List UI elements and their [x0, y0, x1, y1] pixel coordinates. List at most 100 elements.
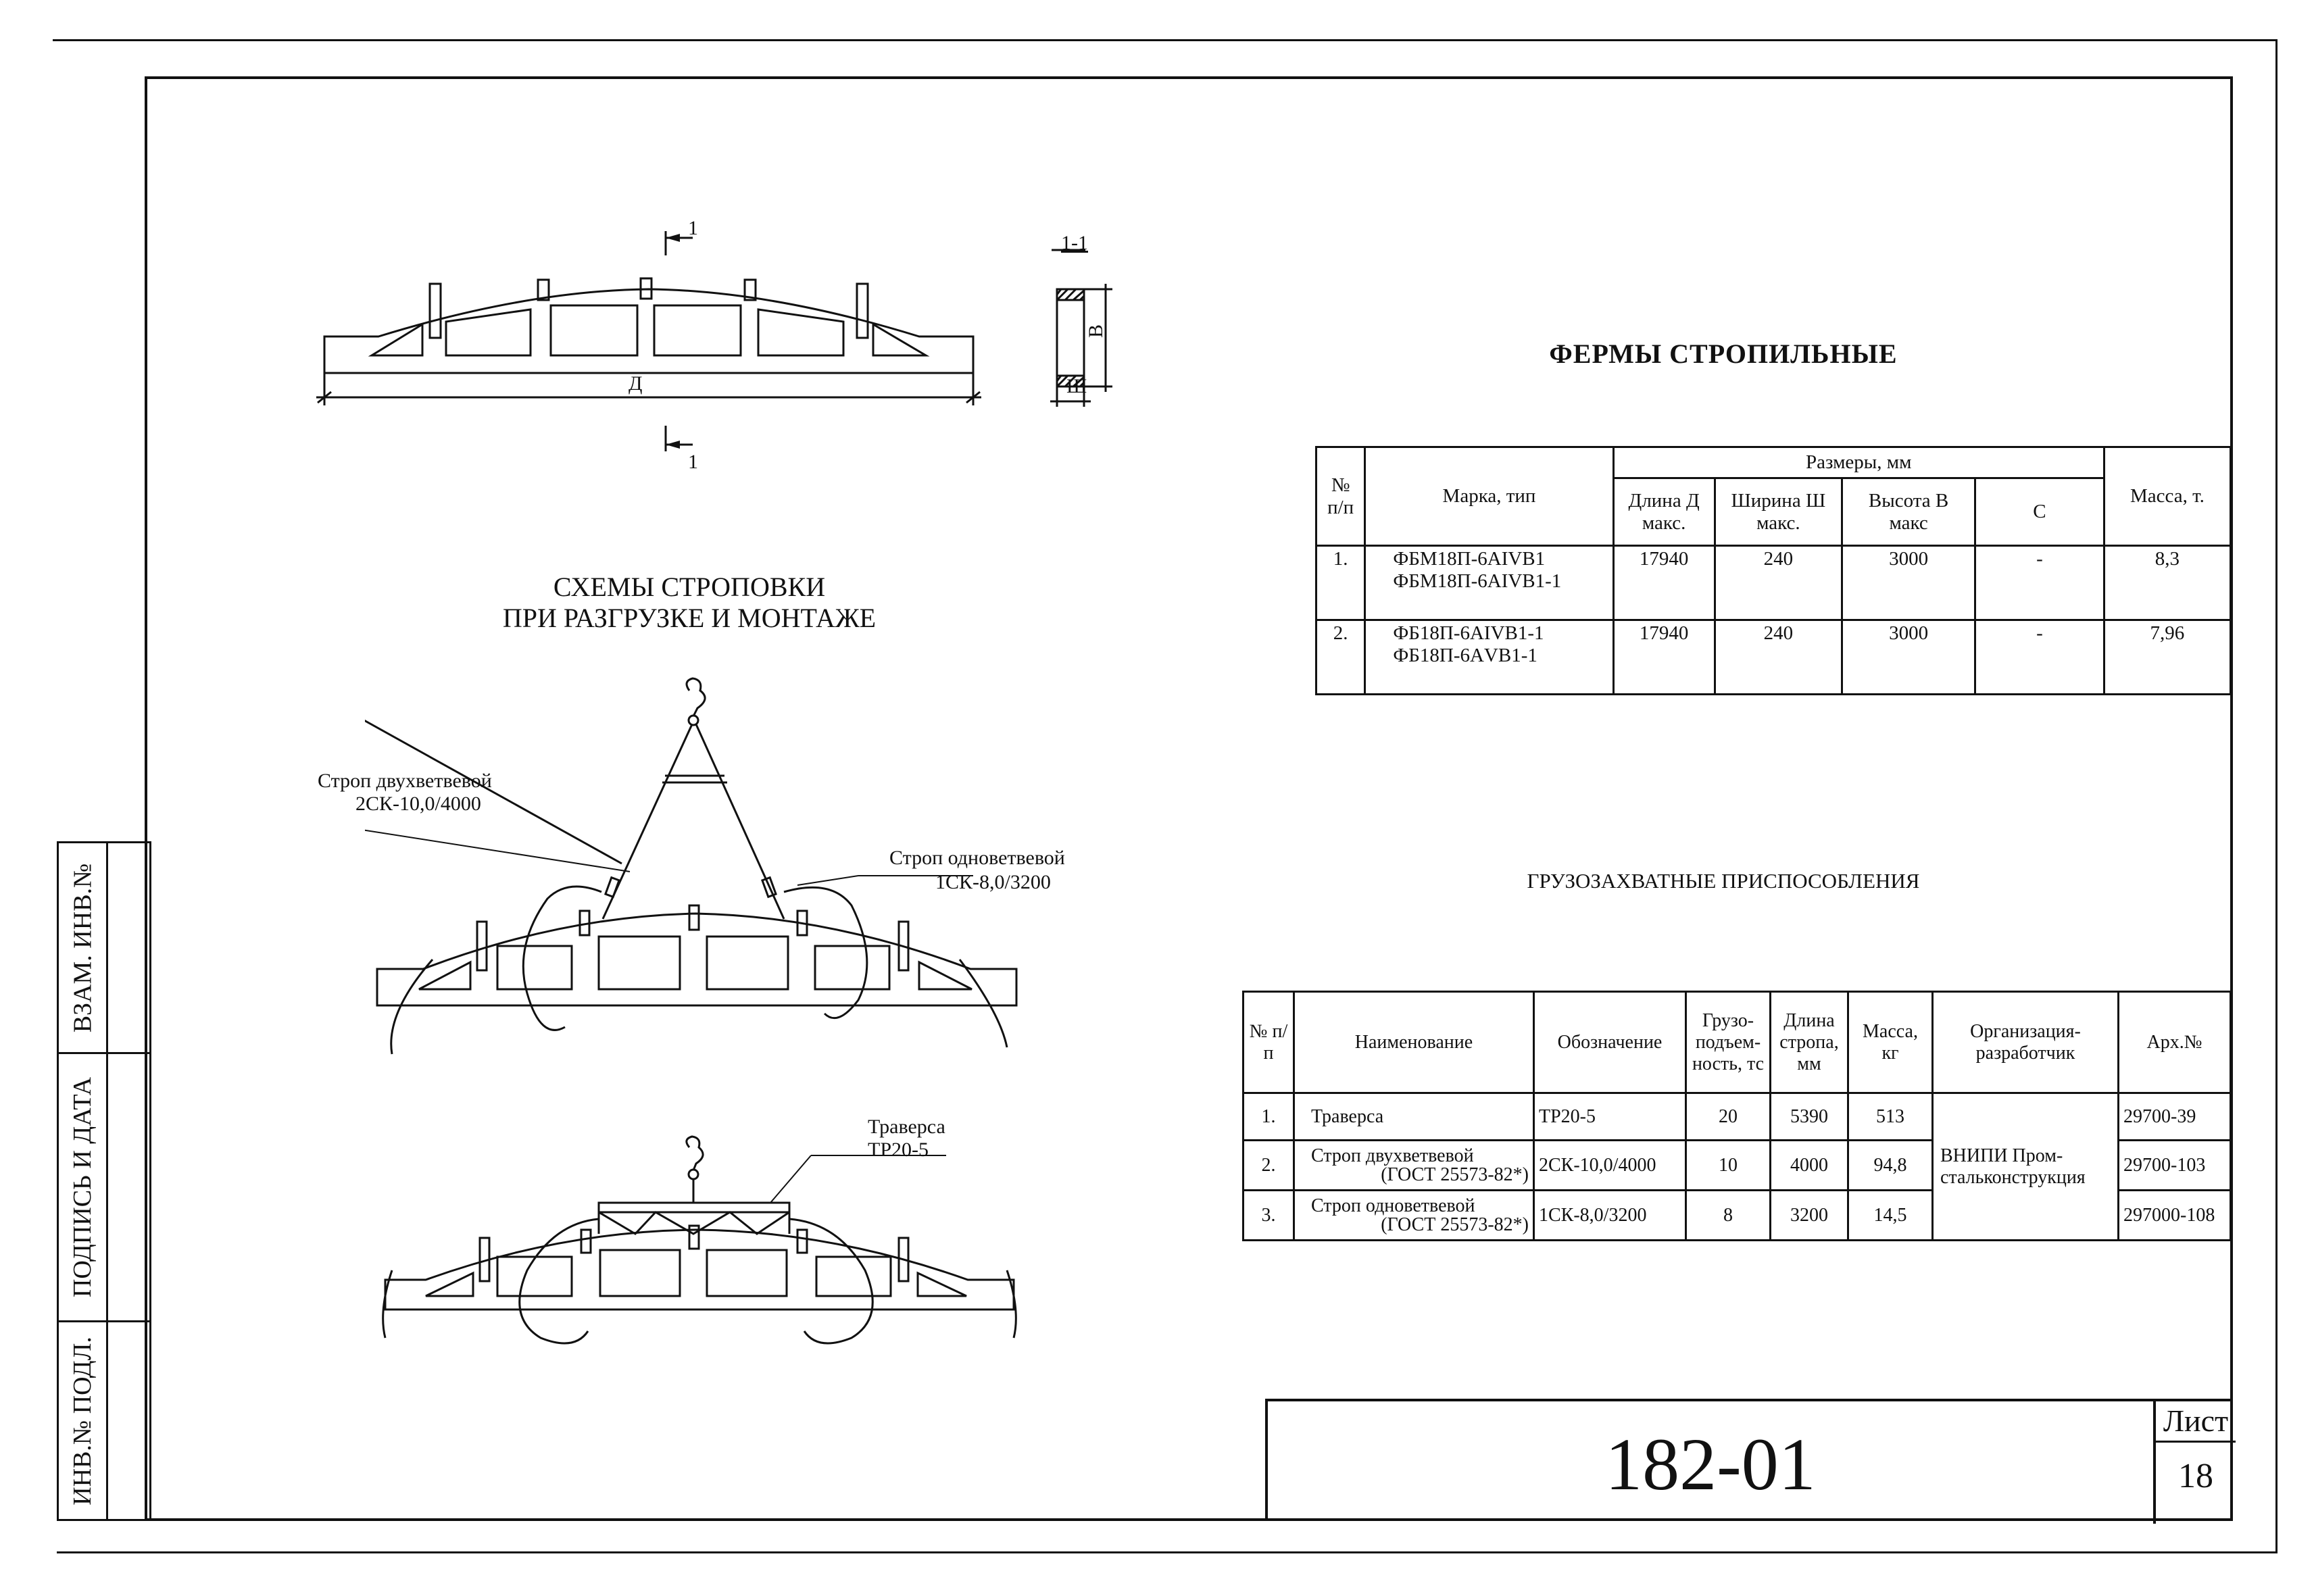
truss-height: 3000 — [1841, 619, 1976, 695]
side-stamp: ВЗАМ. ИНВ.№ ПОДПИСЬ И ДАТА ИНВ.№ ПОДЛ. — [57, 841, 151, 1521]
gear-name: Строп одноветвевой (ГОСТ 25573-82*) — [1293, 1189, 1535, 1241]
truss-mark-line-2: ФБМ18П-6АIVВ1-1 — [1393, 570, 1562, 592]
side-cell-inv-podl: ИНВ.№ ПОДЛ. — [57, 1320, 151, 1521]
trusses-header-height: Высота В макс — [1841, 477, 1976, 547]
podpis-data-label: ПОДПИСЬ И ДАТА — [68, 1076, 97, 1298]
gear-arch: 29700-39 — [2117, 1092, 2232, 1141]
gear-arch: 29700-103 — [2117, 1139, 2232, 1191]
sling-two-branch-code: 2СК-10,0/4000 — [355, 793, 481, 815]
gear-code: ТР20-5 — [1533, 1092, 1687, 1141]
gear-title: ГРУЗОЗАХВАТНЫЕ ПРИСПОСОБЛЕНИЯ — [1527, 869, 1920, 893]
inv-podl-label: ИНВ.№ ПОДЛ. — [68, 1336, 97, 1505]
schema-title: СХЕМЫ СТРОПОВКИ ПРИ РАЗГРУЗКЕ И МОНТАЖЕ — [460, 572, 919, 634]
trusses-header-sizes: Размеры, мм — [1612, 446, 2105, 479]
gear-mass: 14,5 — [1847, 1189, 1934, 1241]
trusses-title: ФЕРМЫ СТРОПИЛЬНЫЕ — [1549, 339, 1898, 369]
sheet-right-line — [2275, 39, 2278, 1553]
table-row: 3. Строп одноветвевой (ГОСТ 25573-82*) 1… — [1242, 1189, 2232, 1241]
gear-num: 3. — [1242, 1189, 1295, 1241]
gear-capacity: 20 — [1685, 1092, 1771, 1141]
section-mark-top: 1 — [688, 217, 698, 239]
truss-width: 240 — [1713, 619, 1844, 695]
section-title: 1-1 — [1061, 232, 1088, 254]
truss-mark: ФБМ18П-6АIVВ1 ФБМ18П-6АIVВ1-1 — [1364, 545, 1615, 621]
truss-length: 17940 — [1612, 619, 1716, 695]
schema-title-line-2: ПРИ РАЗГРУЗКЕ И МОНТАЖЕ — [502, 603, 877, 633]
truss-c: - — [1974, 545, 2105, 621]
vzam-inv-label: ВЗАМ. ИНВ.№ — [68, 863, 97, 1032]
gear-header-mass: Масса, кг — [1847, 991, 1934, 1094]
gear-header-length: Длина стропа, мм — [1769, 991, 1849, 1094]
traverse-code: ТР20-5 — [868, 1139, 929, 1161]
gear-code: 2СК-10,0/4000 — [1533, 1139, 1687, 1191]
truss-elevation-drawing — [316, 231, 981, 451]
gear-name-line-1: Строп одноветвевой — [1311, 1195, 1475, 1216]
gear-mass: 94,8 — [1847, 1139, 1934, 1191]
gear-header-name: Наименование — [1293, 991, 1535, 1094]
truss-num: 2. — [1314, 619, 1367, 695]
sling-one-branch-label: Строп одноветвевой — [889, 847, 1065, 869]
truss-mass: 8,3 — [2102, 545, 2232, 621]
gear-name-line-1: Траверса — [1311, 1105, 1384, 1127]
schema-title-line-1: СХЕМЫ СТРОПОВКИ — [553, 572, 826, 602]
table-row: 2. Строп двухветвевой (ГОСТ 25573-82*) 2… — [1242, 1139, 2232, 1191]
truss-num: 1. — [1314, 545, 1367, 621]
gear-capacity: 10 — [1685, 1139, 1771, 1191]
drawing-frame — [145, 76, 2233, 1521]
gear-capacity: 8 — [1685, 1189, 1771, 1241]
sheet-bottom-line — [57, 1551, 2278, 1553]
trusses-header-width: Ширина Ш макс. — [1713, 477, 1844, 547]
table-row: 1. Траверса ТР20-5 20 5390 513 ВНИПИ Про… — [1242, 1092, 2232, 1241]
truss-mark: ФБ18П-6АIVВ1-1 ФБ18П-6АVВ1-1 — [1364, 619, 1615, 695]
gear-name: Траверса — [1293, 1092, 1535, 1141]
truss-height: 3000 — [1841, 545, 1976, 621]
width-dimension-label: Ш — [1066, 375, 1087, 397]
gear-name-line-2: (ГОСТ 25573-82*) — [1381, 1214, 1529, 1235]
gear-name-line-2: (ГОСТ 25573-82*) — [1381, 1164, 1529, 1185]
trusses-header-length: Длина Д макс. — [1612, 477, 1716, 547]
truss-mark-line-2: ФБ18П-6АVВ1-1 — [1393, 645, 1537, 666]
sling-scheme-two-branch — [365, 677, 1018, 1055]
sling-one-branch-code: 1СК-8,0/3200 — [935, 871, 1051, 893]
gear-arch: 297000-108 — [2117, 1189, 2232, 1241]
truss-length: 17940 — [1612, 545, 1716, 621]
gear-mass: 513 — [1847, 1092, 1934, 1141]
document-designation: 182-01 — [1605, 1423, 1816, 1505]
sheet-number: 18 — [2178, 1457, 2213, 1495]
gear-org: ВНИПИ Пром- стальконструкция — [1931, 1092, 2119, 1241]
trusses-header-num: № п/п — [1314, 446, 1367, 547]
sling-two-branch-label: Строп двухветвевой — [318, 770, 492, 792]
gear-header-org: Организация- разработчик — [1931, 991, 2119, 1094]
trusses-table: № п/п Марка, тип Размеры, мм Масса, т. Д… — [1314, 446, 2232, 695]
section-mark-bottom: 1 — [688, 451, 698, 473]
gear-name: Строп двухветвевой (ГОСТ 25573-82*) — [1293, 1139, 1535, 1191]
truss-c: - — [1974, 619, 2105, 695]
gear-header-num: № п/п — [1242, 991, 1295, 1094]
sheet-number-cell: Лист 18 — [2153, 1401, 2236, 1524]
sheet-top-line — [53, 39, 2278, 41]
gear-code: 1СК-8,0/3200 — [1533, 1189, 1687, 1241]
side-cell-vzam-inv: ВЗАМ. ИНВ.№ — [57, 841, 151, 1054]
truss-mass: 7,96 — [2102, 619, 2232, 695]
gear-length: 3200 — [1769, 1189, 1849, 1241]
traverse-label: Траверса — [868, 1116, 945, 1138]
truss-mark-line-1: ФБМ18П-6АIVВ1 — [1393, 548, 1546, 570]
sling-scheme-traverse — [382, 1135, 1017, 1345]
truss-cross-section-drawing — [1050, 249, 1112, 407]
height-dimension-label: В — [1085, 324, 1108, 339]
length-dimension-label: Д — [629, 372, 643, 395]
truss-mark-line-1: ФБ18П-6АIVВ1-1 — [1393, 622, 1544, 644]
gear-length: 5390 — [1769, 1092, 1849, 1141]
gear-num: 2. — [1242, 1139, 1295, 1191]
gear-table: № п/п Наименование Обозначение Грузо- по… — [1242, 991, 2232, 1241]
gear-header-arch: Арх.№ — [2117, 991, 2232, 1094]
gear-header-code: Обозначение — [1533, 991, 1687, 1094]
gear-num: 1. — [1242, 1092, 1295, 1141]
trusses-header-mark: Марка, тип — [1364, 446, 1615, 547]
trusses-header-c: С — [1974, 477, 2105, 547]
side-cell-podpis: ПОДПИСЬ И ДАТА — [57, 1052, 151, 1322]
sheet-label: Лист — [2156, 1401, 2236, 1443]
title-block: 182-01 Лист 18 — [1265, 1399, 2236, 1524]
truss-width: 240 — [1713, 545, 1844, 621]
table-row: 1. ФБМ18П-6АIVВ1 ФБМ18П-6АIVВ1-1 17940 2… — [1314, 545, 2232, 621]
